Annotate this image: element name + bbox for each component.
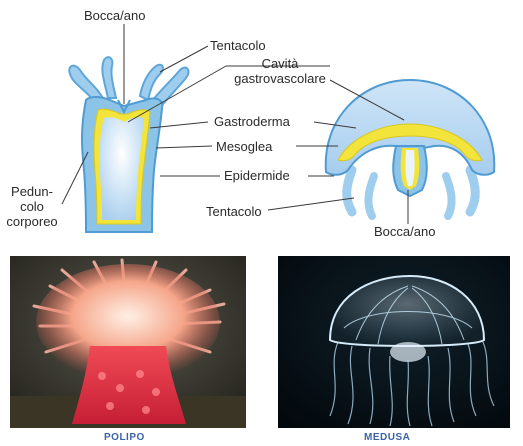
label-gastroderm: Gastroderma <box>214 114 290 129</box>
label-medusa-mouth: Bocca/ano <box>374 224 435 239</box>
caption-medusa: MEDUSA <box>364 432 410 443</box>
sea-anemone-illustration <box>10 256 246 428</box>
label-peduncle-line2: colo <box>2 199 62 214</box>
label-gastrovascular-cavity: Cavità gastrovascolare <box>230 56 330 86</box>
caption-polyp: POLIPO <box>104 432 145 443</box>
polyp-tentacle-left-inner <box>102 57 116 98</box>
medusa-photo <box>278 256 510 428</box>
medusa-tentacle-right <box>470 170 475 212</box>
label-peduncle-line3: corporeo <box>2 214 62 229</box>
polyp-photo <box>10 256 246 428</box>
label-cavity-line2: gastrovascolare <box>230 71 330 86</box>
label-body-peduncle: Pedun- colo corporeo <box>2 184 62 229</box>
polyp-diagram <box>69 57 188 232</box>
label-peduncle-line1: Pedun- <box>2 184 62 199</box>
medusa-tentacle-left-inner <box>368 176 374 216</box>
jellyfish-illustration <box>278 256 510 428</box>
medusa-diagram <box>326 80 495 216</box>
medusa-tentacle-right-inner <box>446 176 452 216</box>
label-medusa-tentacle: Tentacolo <box>206 204 262 219</box>
label-polyp-mouth: Bocca/ano <box>84 8 145 23</box>
label-polyp-tentacle: Tentacolo <box>210 38 266 53</box>
label-epidermis: Epidermide <box>224 168 290 183</box>
label-mesoglea: Mesoglea <box>216 139 272 154</box>
label-cavity-line1: Cavità <box>230 56 330 71</box>
medusa-tentacle-left <box>347 170 352 212</box>
medusa-cavity <box>405 150 414 186</box>
